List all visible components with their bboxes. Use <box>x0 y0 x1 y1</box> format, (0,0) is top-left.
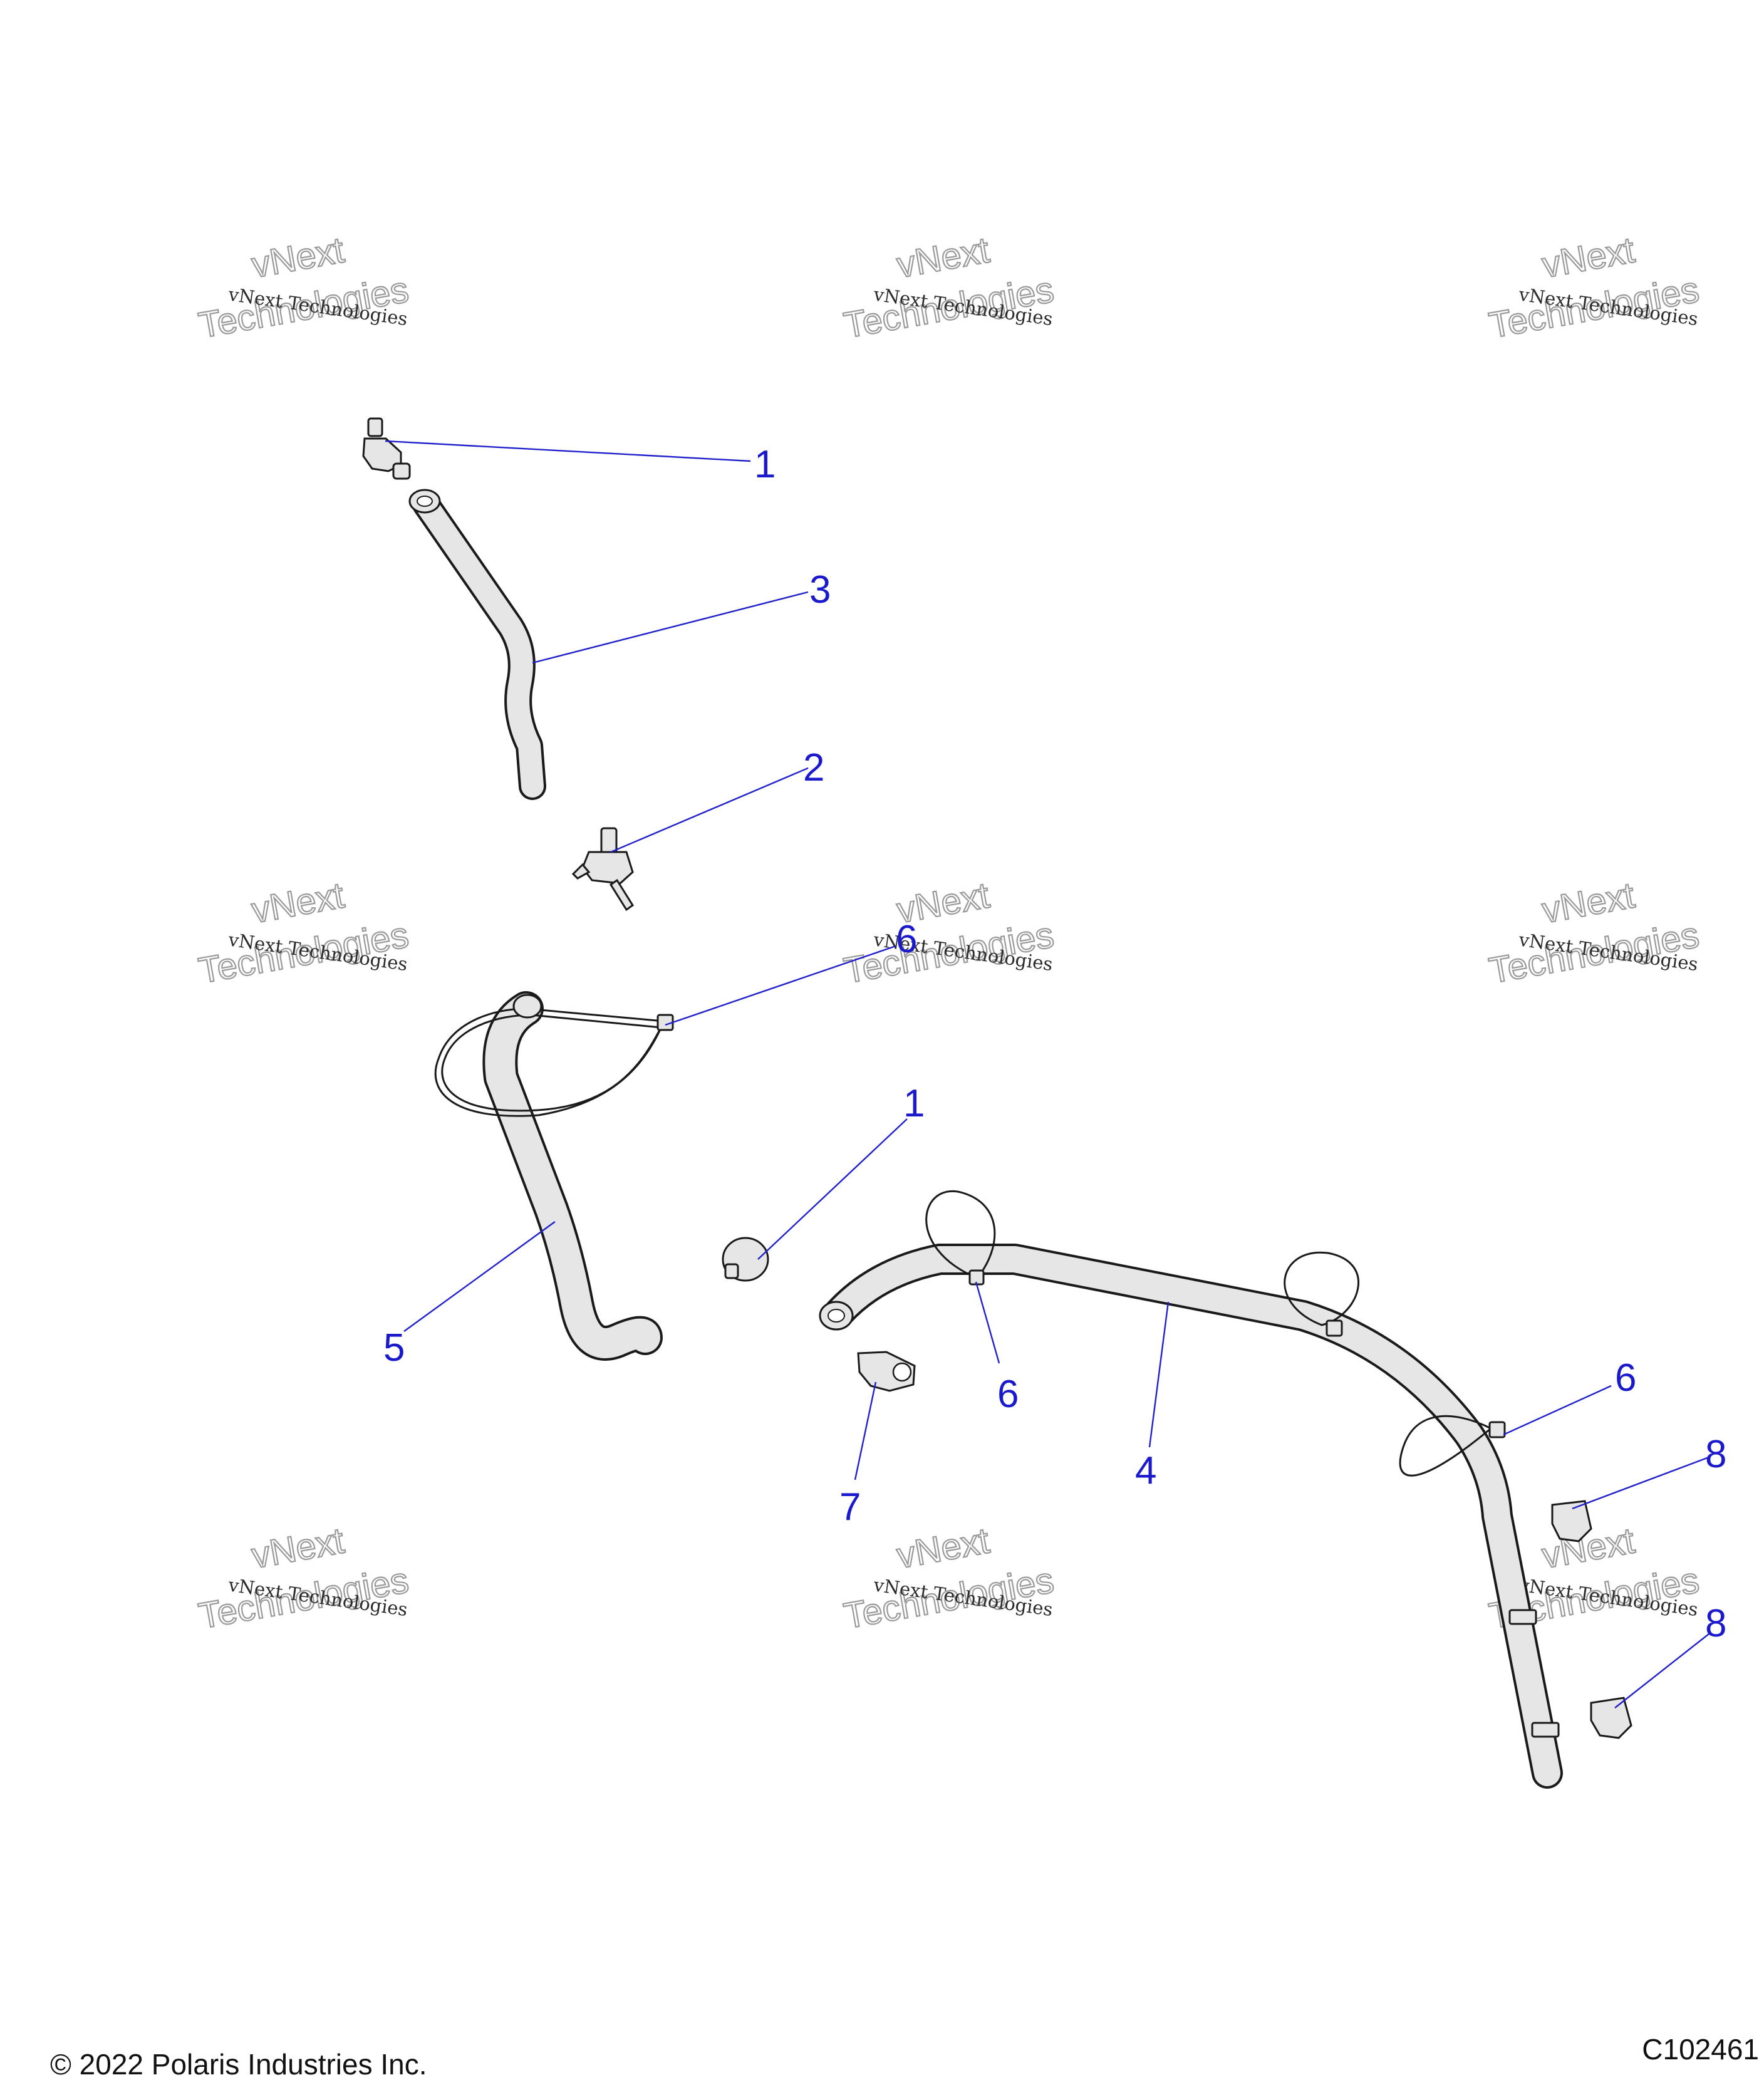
callout-label: 2 <box>803 746 824 789</box>
callout-label: 4 <box>1135 1449 1156 1492</box>
watermark-text-big: vNext <box>1539 229 1637 286</box>
leader-lines <box>385 440 1710 1708</box>
watermark: vNext Technologies vNext Technologies <box>840 874 1057 992</box>
copyright-notice: © 2022 Polaris Industries Inc. <box>50 2048 427 2081</box>
callout-label: 3 <box>809 568 831 611</box>
figure-code: C102461 <box>1642 2033 1759 2066</box>
callout-label: 5 <box>383 1326 405 1370</box>
watermark-text-big: vNext <box>1539 875 1637 931</box>
part-push-clip-upper <box>1551 1500 1592 1542</box>
part-check-valve-middle <box>722 1237 769 1282</box>
watermark-text-big: vNext <box>894 229 992 286</box>
watermark-text-big: vNext <box>249 1520 347 1576</box>
part-vent-hose-short <box>408 489 546 800</box>
watermark: vNext Technologies vNext Technologies <box>195 1519 412 1637</box>
callout-label: 8 <box>1705 1433 1726 1476</box>
watermark: vNext Technologies vNext Technologies <box>840 229 1057 346</box>
watermark: vNext Technologies vNext Technologies <box>1485 229 1703 346</box>
watermark-text-big: vNext <box>249 229 347 286</box>
watermark: vNext Technologies vNext Technologies <box>840 1519 1057 1637</box>
callout-labels: 1 3 2 6 1 5 6 4 6 7 8 8 <box>383 443 1726 1645</box>
callout-label: 6 <box>896 918 917 961</box>
part-hose-with-strap <box>434 991 674 1361</box>
part-check-valve-top <box>362 417 411 480</box>
part-tee-fitting <box>571 827 635 912</box>
watermark: vNext Technologies vNext Technologies <box>1485 874 1703 992</box>
watermark-text-big: vNext <box>249 875 347 931</box>
callout-label: 1 <box>754 443 776 486</box>
part-hose-clip <box>857 1351 916 1392</box>
watermark: vNext Technologies vNext Technologies <box>195 229 412 346</box>
watermark-text-big: vNext <box>894 1520 992 1576</box>
watermark: vNext Technologies vNext Technologies <box>195 874 412 992</box>
callout-label: 7 <box>839 1485 861 1529</box>
callout-label: 1 <box>903 1082 925 1125</box>
callout-label: 6 <box>1615 1356 1636 1400</box>
part-push-clip-lower <box>1590 1697 1632 1739</box>
part-vent-hose-long <box>819 1190 1563 1789</box>
callout-label: 8 <box>1705 1602 1726 1645</box>
callout-label: 6 <box>997 1373 1019 1416</box>
